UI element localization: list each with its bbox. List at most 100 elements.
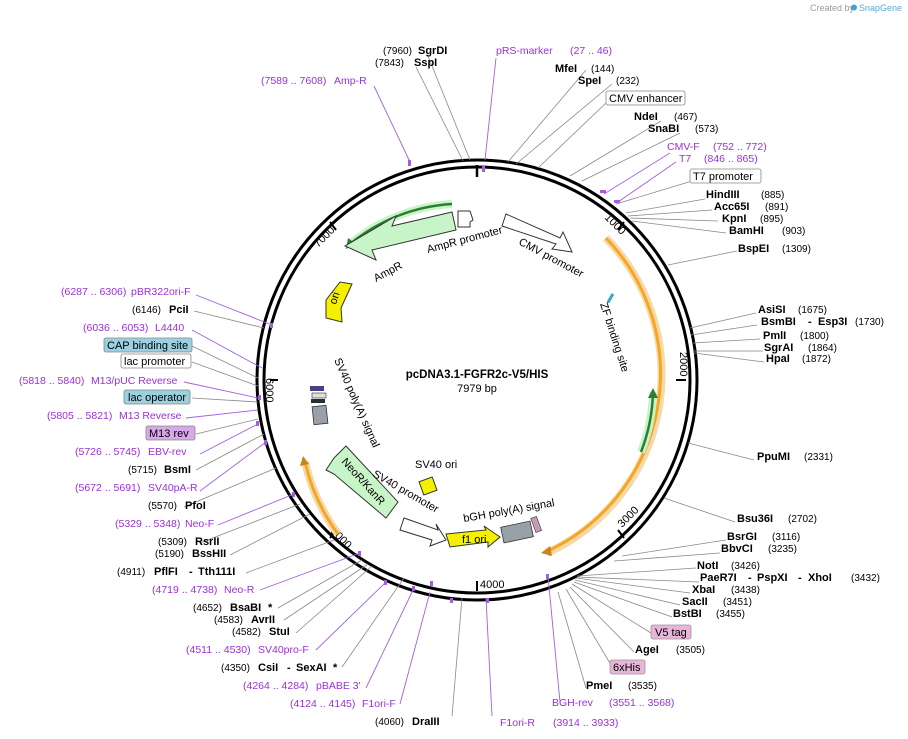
- label-lac-promoter: lac promoter: [124, 356, 185, 368]
- label-sv40pro-f[interactable]: SV40pro-F: [258, 644, 309, 656]
- label-bsshii[interactable]: BssHII: [192, 548, 226, 560]
- label-pflfi[interactable]: PflFI: [154, 566, 178, 578]
- label-sacii-pos: (3451): [723, 597, 752, 608]
- label-pbr322ori-f[interactable]: pBR322ori-F: [131, 286, 191, 298]
- label-paer7i-dash: -: [748, 572, 752, 584]
- label-bsmbi[interactable]: BsmBI: [761, 316, 796, 328]
- zf-orf-arrowhead: [648, 388, 658, 398]
- label-ndei[interactable]: NdeI: [634, 111, 658, 123]
- label-sacii[interactable]: SacII: [682, 596, 708, 608]
- label-ampr-primer[interactable]: Amp-R: [334, 75, 367, 87]
- label-sexai-mark: *: [333, 662, 338, 674]
- label-sspi[interactable]: SspI: [414, 57, 437, 69]
- label-xhoi[interactable]: XhoI: [808, 572, 832, 584]
- label-pbabe3[interactable]: pBABE 3': [316, 680, 361, 692]
- label-ebv-rev[interactable]: EBV-rev: [148, 446, 187, 458]
- label-ppumi[interactable]: PpuMI: [757, 451, 790, 463]
- v5-his-marker: [530, 516, 542, 533]
- label-bbvci[interactable]: BbvCI: [721, 543, 753, 555]
- label-avrii-pos: (4583): [214, 615, 243, 626]
- label-bsshii-pos: (5190): [155, 549, 184, 560]
- label-bamhi[interactable]: BamHI: [729, 225, 764, 237]
- label-hpai[interactable]: HpaI: [766, 353, 790, 365]
- label-neo-r[interactable]: Neo-R: [224, 584, 255, 596]
- label-bsabi[interactable]: BsaBI: [230, 602, 261, 614]
- label-6xhis: 6xHis: [613, 662, 641, 674]
- label-m13-puc-reverse[interactable]: M13/pUC Reverse: [91, 375, 178, 387]
- label-esp3i[interactable]: Esp3I: [818, 316, 847, 328]
- label-pbr322ori-f-pos: (6287 .. 6306): [61, 286, 126, 298]
- label-acc65i-pos: (891): [765, 202, 788, 213]
- label-pcii[interactable]: PciI: [169, 304, 189, 316]
- label-csii[interactable]: CsiI: [258, 662, 278, 674]
- label-sgrdi[interactable]: SgrDI: [418, 45, 447, 57]
- label-draiii[interactable]: DraIII: [412, 716, 440, 728]
- label-xbai[interactable]: XbaI: [692, 584, 715, 596]
- label-bsmbi-dash: -: [808, 316, 812, 328]
- label-sv40pa-r[interactable]: SV40pA-R: [148, 482, 198, 494]
- label-avrii[interactable]: AvrII: [251, 614, 275, 626]
- label-pflfi-dash: -: [189, 566, 193, 578]
- label-pmli[interactable]: PmlI: [763, 330, 786, 342]
- label-t7[interactable]: T7: [679, 153, 691, 165]
- label-bstbi[interactable]: BstBI: [673, 608, 702, 620]
- label-bspei-pos: (1309): [782, 244, 811, 255]
- label-pfoi[interactable]: PfoI: [185, 500, 206, 512]
- label-hindiii[interactable]: HindIII: [706, 189, 740, 201]
- primer-site-markers: [256, 160, 620, 603]
- cap-binding-site-box[interactable]: [103, 337, 193, 353]
- label-pspxi[interactable]: PspXI: [757, 572, 788, 584]
- label-pflfi-pos: (4911): [117, 567, 145, 578]
- label-cmv-f[interactable]: CMV-F: [667, 141, 700, 153]
- label-neo-f[interactable]: Neo-F: [185, 518, 214, 530]
- label-kpni[interactable]: KpnI: [722, 213, 746, 225]
- watermark-prefix: Created by: [810, 3, 855, 13]
- label-asisi[interactable]: AsiSI: [758, 304, 786, 316]
- label-bsmi[interactable]: BsmI: [164, 464, 191, 476]
- label-bgh-rev[interactable]: BGH-rev: [552, 697, 594, 709]
- label-l4440[interactable]: L4440: [155, 322, 184, 334]
- label-mfei[interactable]: MfeI: [555, 63, 577, 75]
- label-m13-reverse[interactable]: M13 Reverse: [119, 410, 182, 422]
- label-bstbi-pos: (3455): [716, 609, 745, 620]
- lac-promoter-box[interactable]: [120, 353, 192, 369]
- v5-tag-box[interactable]: [650, 624, 692, 640]
- label-bamhi-pos: (903): [782, 226, 805, 237]
- label-bsu36i[interactable]: Bsu36I: [737, 513, 773, 525]
- label-rsrii[interactable]: RsrII: [195, 536, 219, 548]
- label-bsrgi[interactable]: BsrGI: [727, 531, 757, 543]
- ampr-promoter-arrow: [457, 210, 474, 228]
- label-prs-marker[interactable]: pRS-marker: [496, 45, 553, 57]
- label-sexai[interactable]: SexAI: [296, 662, 327, 674]
- lac-operator-box[interactable]: [123, 389, 191, 405]
- tick-label-3000: 3000: [616, 504, 642, 530]
- label-m13-rev: M13 rev: [149, 428, 189, 440]
- label-acc65i[interactable]: Acc65I: [714, 201, 749, 213]
- label-spei[interactable]: SpeI: [578, 75, 601, 87]
- label-ppumi-pos: (2331): [804, 452, 833, 463]
- his-tag-box[interactable]: [609, 659, 646, 675]
- label-bspei[interactable]: BspEI: [738, 243, 769, 255]
- backbone-outer-strand: [255, 158, 699, 602]
- label-paer7i[interactable]: PaeR7I: [700, 572, 737, 584]
- label-ebv-rev-pos: (5726 .. 5745): [75, 446, 140, 458]
- label-bsrgi-pos: (3116): [772, 532, 800, 543]
- fgfr2c-orf-halo: [545, 235, 666, 557]
- label-pmei[interactable]: PmeI: [586, 680, 612, 692]
- zf-binding-site-marker: [606, 293, 615, 304]
- label-snabi[interactable]: SnaBI: [648, 123, 679, 135]
- label-sgrai[interactable]: SgrAI: [764, 342, 793, 354]
- label-f1ori-r[interactable]: F1ori-R: [500, 717, 535, 729]
- t7-promoter-box[interactable]: [689, 168, 762, 184]
- m13-rev-box[interactable]: [145, 425, 196, 441]
- label-noti[interactable]: NotI: [697, 560, 718, 572]
- label-pfoi-pos: (5570): [148, 501, 177, 512]
- label-pspxi-dash: -: [798, 572, 802, 584]
- label-stui[interactable]: StuI: [269, 626, 290, 638]
- label-f1ori-f[interactable]: F1ori-F: [362, 698, 396, 710]
- label-l4440-pos: (6036 .. 6053): [83, 322, 148, 334]
- sv40-ori-label: SV40 ori: [415, 459, 457, 471]
- label-agei[interactable]: AgeI: [635, 644, 659, 656]
- label-tth111i[interactable]: Tth111I: [198, 566, 235, 578]
- cmv-enhancer-box[interactable]: [605, 90, 686, 106]
